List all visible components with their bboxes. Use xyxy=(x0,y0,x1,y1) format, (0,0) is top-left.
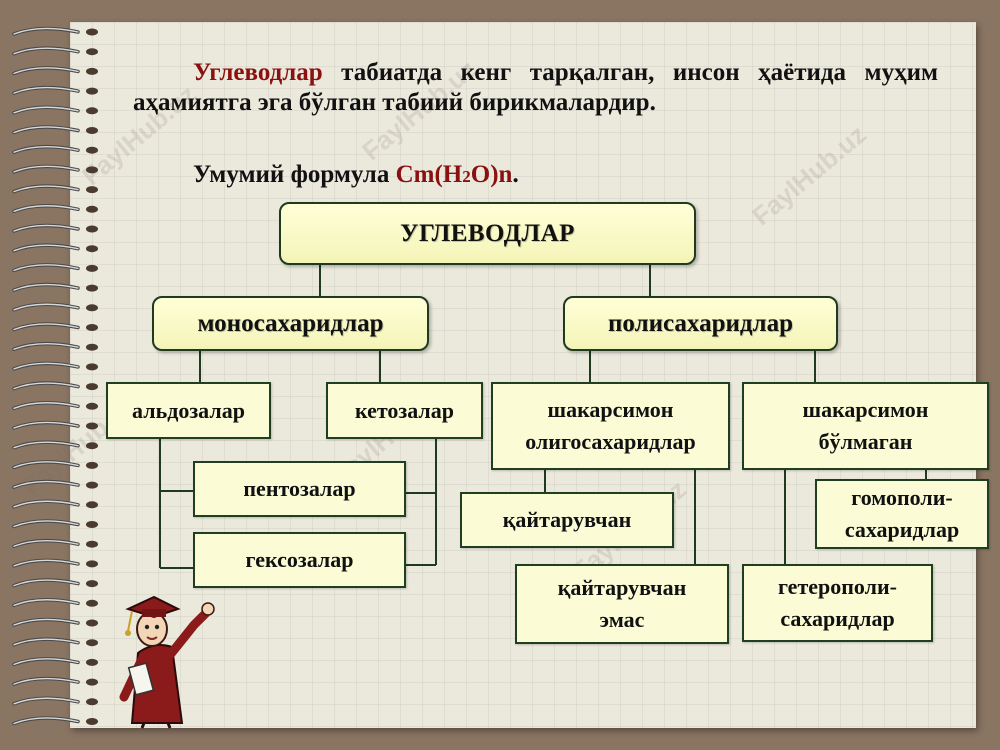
node-ketoses: кетозалар xyxy=(326,382,483,439)
root-node-carbohydrates: УГЛЕВОДЛАР xyxy=(279,202,696,265)
intro-definition: Углеводлар табиатда кенг тарқалган, инсо… xyxy=(133,58,938,118)
student-graduate-icon xyxy=(119,595,215,729)
node-sugar-like-oligosaccharides: шакарсимон олигосахаридлар xyxy=(491,382,730,470)
node-monosaccharides: моносахаридлар xyxy=(152,296,429,351)
node-reducing: қайтарувчан xyxy=(460,492,674,548)
spiral-binding-icon xyxy=(12,26,98,726)
formula: Cm(H2O)n xyxy=(396,161,513,188)
node-pentoses: пентозалар xyxy=(193,461,406,517)
formula-period: . xyxy=(512,161,519,188)
definition-text: табиатда кенг тарқалган, инсон ҳаётида м… xyxy=(133,59,938,116)
intro-formula: Умумий формула Cm(H2O)n. xyxy=(133,160,938,192)
node-non-sugar-like: шакарсимон бўлмаган xyxy=(742,382,989,470)
formula-suffix: O)n xyxy=(470,161,513,188)
node-heteropolysaccharides: гетерополи-сахаридлар xyxy=(742,564,933,642)
node-hexoses: гексозалар xyxy=(193,532,406,588)
formula-subscript: 2 xyxy=(462,167,471,186)
formula-label: Умумий формула xyxy=(193,161,396,188)
node-homopolysaccharides: гомополи-сахаридлар xyxy=(815,479,989,549)
term-highlight: Углеводлар xyxy=(193,59,323,86)
formula-prefix: Cm(H xyxy=(395,161,463,188)
node-non-reducing: қайтарувчан эмас xyxy=(515,564,729,644)
node-polysaccharides: полисахаридлар xyxy=(563,296,838,351)
node-aldoses: альдозалар xyxy=(106,382,271,439)
notebook-paper xyxy=(70,22,976,728)
